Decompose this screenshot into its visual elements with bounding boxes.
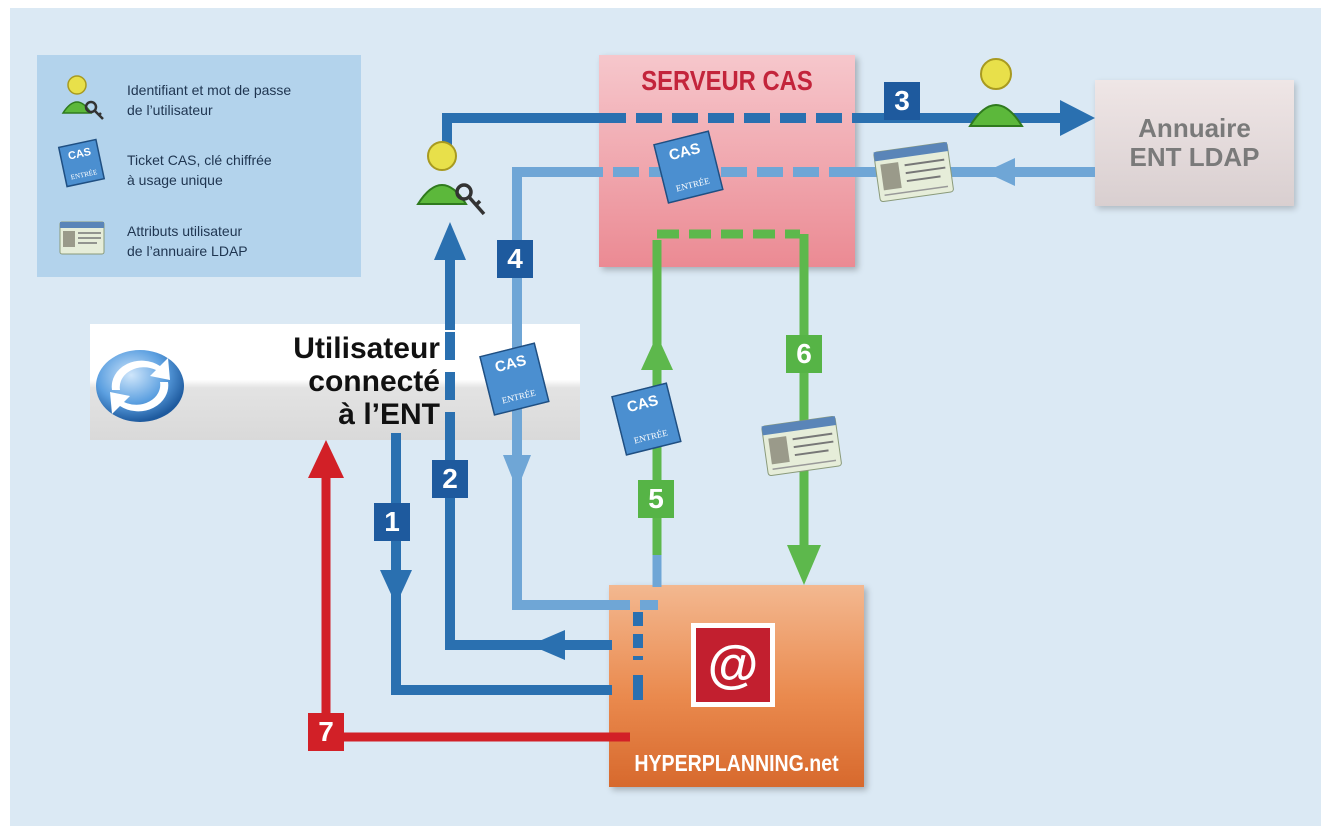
step-badge-2: 2 <box>432 460 468 498</box>
cas-ticket-icon: CAS ENTRÉE <box>479 342 551 421</box>
hyperplanning-box: @ HYPERPLANNING.net <box>609 585 864 787</box>
step-badge-7: 7 <box>308 713 344 751</box>
hyperplanning-return-arrowhead <box>530 630 565 660</box>
step-badge-3: 3 <box>884 82 920 120</box>
flow-step-3-arrowhead <box>1060 100 1095 136</box>
user-key-icon <box>59 73 107 126</box>
legend-label-attributes: Attributs utilisateur de l’annuaire LDAP <box>127 223 248 259</box>
flow-step-1 <box>391 433 612 695</box>
at-sign-icon: @ <box>691 623 775 707</box>
cas-server-title: SERVEUR CAS <box>641 65 813 96</box>
flow-step-2-arrowhead <box>434 222 466 260</box>
cas-ticket-icon: CAS ENTRÉE <box>653 130 725 209</box>
step-badge-6: 6 <box>786 335 822 373</box>
id-card-icon <box>760 415 843 482</box>
flow-step-1-arrowhead <box>380 570 412 605</box>
svg-text:CAS: CAS <box>67 146 92 163</box>
user-key-icon <box>416 141 486 216</box>
flow-step-6-arrowhead <box>787 545 821 585</box>
id-card-icon <box>872 141 955 208</box>
ldap-directory-box: Annuaire ENT LDAP <box>1095 80 1294 206</box>
id-card-icon <box>59 221 105 260</box>
step-badge-1: 1 <box>374 503 410 541</box>
step-badge-4: 4 <box>497 240 533 278</box>
refresh-globe-icon <box>90 346 188 433</box>
hyperplanning-title: HYPERPLANNING.net <box>634 750 839 776</box>
ldap-return-arrowhead <box>985 158 1015 186</box>
flow-step-7-arrowhead <box>308 440 344 478</box>
cas-ticket-icon: CAS ENTRÉE <box>56 137 107 194</box>
cas-ticket-icon: CAS ENTRÉE <box>611 382 683 461</box>
flow-step-5 <box>652 229 800 587</box>
user-icon <box>968 58 1024 127</box>
ldap-directory-title: Annuaire ENT LDAP <box>1129 113 1260 172</box>
connected-user-box: Utilisateur connecté à l’ENT <box>90 324 580 440</box>
connected-user-title: Utilisateur connecté à l’ENT <box>293 332 440 431</box>
legend-label-credentials: Identifiant et mot de passe de l’utilisa… <box>127 82 292 118</box>
flow-step-5-arrowhead <box>641 335 673 370</box>
legend-label-ticket: Ticket CAS, clé chiffrée à usage unique <box>127 152 272 188</box>
flow-step-4-arrowhead <box>503 455 531 490</box>
flow-step-2 <box>445 245 612 650</box>
step-badge-5: 5 <box>638 480 674 518</box>
legend-panel: Identifiant et mot de passe de l’utilisa… <box>37 55 361 277</box>
